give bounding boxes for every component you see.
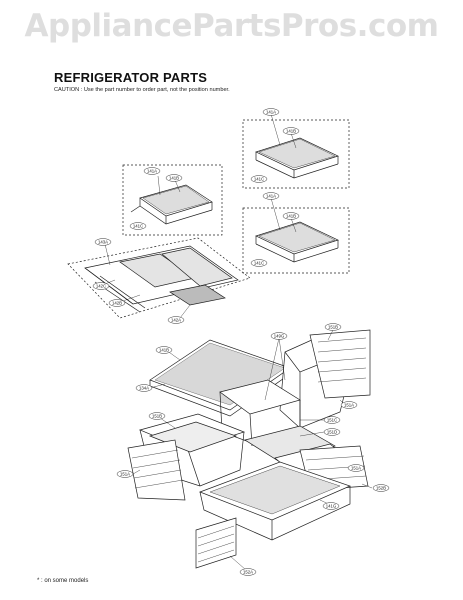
part-label-shelf-a-top: 141A — [143, 167, 161, 175]
part-label-bin-right: 151A — [340, 401, 358, 409]
part-label-drawer-right: 152B — [372, 484, 390, 492]
svg-text:151C: 151C — [327, 418, 337, 423]
svg-text:151D: 151D — [327, 430, 337, 435]
left-side-panel — [127, 439, 186, 501]
svg-text:151A: 151A — [351, 466, 361, 471]
svg-text:142A: 142A — [171, 318, 181, 323]
glass-shelf-a — [130, 184, 213, 225]
svg-text:151B: 151B — [152, 414, 162, 419]
part-label-drawer-center: 141G — [322, 502, 340, 510]
svg-text:149G: 149G — [274, 334, 285, 339]
svg-text:141G: 141G — [326, 504, 337, 509]
svg-text:141C: 141C — [254, 177, 264, 182]
page-title: REFRIGERATOR PARTS — [54, 70, 208, 85]
svg-text:141B: 141B — [286, 129, 296, 134]
part-label-shelf-b-top: 141A — [262, 108, 280, 116]
part-label-lower-panel: 151A — [347, 464, 365, 472]
svg-text:152A: 152A — [243, 570, 253, 575]
bottom-front-panel — [195, 517, 237, 569]
shelf-frame-assembly — [84, 245, 239, 313]
svg-text:141B: 141B — [159, 348, 169, 353]
part-label-shelf-a-mid: 141B — [165, 174, 183, 182]
caution-note: CAUTION : Use the part number to order p… — [54, 87, 230, 93]
shelf-group-box-b — [242, 119, 350, 189]
part-label-vent: 151B — [324, 323, 342, 331]
svg-text:143A: 143A — [98, 240, 108, 245]
part-label-frame-c: 142C — [92, 282, 110, 290]
part-label-frame-b: 142B — [108, 299, 126, 307]
watermark-text: AppliancePartsPros.com — [24, 8, 439, 44]
frame-group-box — [67, 237, 251, 319]
part-label-shelf-c-top: 141A — [262, 192, 280, 200]
upper-crisper-bin — [279, 329, 371, 429]
footnote: * : on some models — [37, 578, 89, 584]
glass-shelf-c — [255, 221, 339, 263]
svg-text:151B: 151B — [328, 325, 338, 330]
shelf-group-box-a — [122, 164, 223, 236]
part-label-shelf-b-bot: 141C — [250, 175, 268, 183]
svg-text:142B: 142B — [112, 301, 122, 306]
svg-text:134A: 134A — [139, 386, 149, 391]
part-label-shelf-c-mid: 141B — [282, 212, 300, 220]
glass-shelf-b — [255, 137, 339, 179]
part-label-bottom-panel: 152A — [239, 568, 257, 576]
part-label-cover-side: 134A — [135, 384, 153, 392]
svg-text:151A: 151A — [344, 403, 354, 408]
part-label-shelf-c-bot: 141C — [250, 259, 268, 267]
part-label-frame-top: 143A — [94, 238, 112, 246]
part-label-shelf-a-bot: 141C — [129, 222, 147, 230]
svg-text:142C: 142C — [96, 284, 106, 289]
shelf-group-box-c — [242, 207, 350, 274]
part-label-bin-mid: 151C — [323, 416, 341, 424]
part-label-crisper-left: 151B — [148, 412, 166, 420]
svg-text:152B: 152B — [376, 486, 386, 491]
part-label-bin-mid-2: 151D — [323, 428, 341, 436]
svg-text:141C: 141C — [254, 261, 264, 266]
svg-text:141B: 141B — [169, 176, 179, 181]
svg-text:141A: 141A — [266, 194, 276, 199]
part-label-divider: 149G — [270, 332, 288, 340]
part-label-cover: 141B — [155, 346, 173, 354]
svg-text:141A: 141A — [147, 169, 157, 174]
bottom-drawer — [199, 461, 351, 541]
part-label-frame-a: 142A — [167, 316, 185, 324]
part-label-shelf-b-mid: 141B — [282, 127, 300, 135]
svg-text:151A: 151A — [120, 472, 130, 477]
svg-text:141B: 141B — [286, 214, 296, 219]
svg-text:141C: 141C — [133, 224, 143, 229]
part-label-crisper-side: 151A — [116, 470, 134, 478]
svg-text:141A: 141A — [266, 110, 276, 115]
